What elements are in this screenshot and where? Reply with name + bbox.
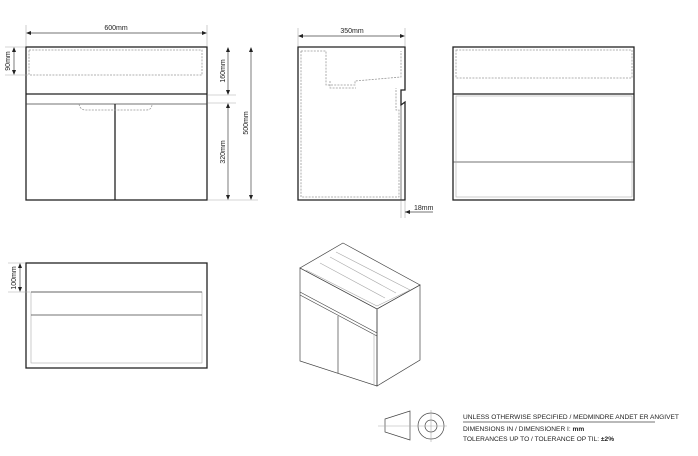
note-tolerances: TOLERANCES UP TO / TOLERANCE OP TIL: ±2% — [463, 436, 614, 443]
projection-symbol-icon — [378, 410, 447, 442]
dim-thickness-18: 18mm — [414, 205, 434, 212]
plan-view: 100mm — [8, 262, 208, 369]
note-unless-specified: UNLESS OTHERWISE SPECIFIED / MEDMINDRE A… — [463, 414, 679, 421]
note-dimensions: DIMENSIONS IN / DIMENSIONER I: mm — [463, 426, 584, 433]
dim-width-600: 600mm — [104, 25, 128, 32]
rear-view — [452, 46, 635, 201]
dim-basin-90: 90mm — [5, 51, 12, 71]
side-view: 350mm 18mm — [297, 28, 434, 218]
dim-total-500: 500mm — [243, 111, 250, 135]
dim-door-320: 320mm — [220, 140, 227, 164]
dim-top-160: 160mm — [220, 59, 227, 83]
dim-depth-350: 350mm — [340, 28, 364, 35]
front-view: 600mm 90mm 160mm 320mm 500mm — [5, 25, 258, 201]
dim-plan-100: 100mm — [11, 266, 18, 290]
isometric-view — [299, 242, 421, 387]
notes-block: UNLESS OTHERWISE SPECIFIED / MEDMINDRE A… — [463, 414, 679, 443]
